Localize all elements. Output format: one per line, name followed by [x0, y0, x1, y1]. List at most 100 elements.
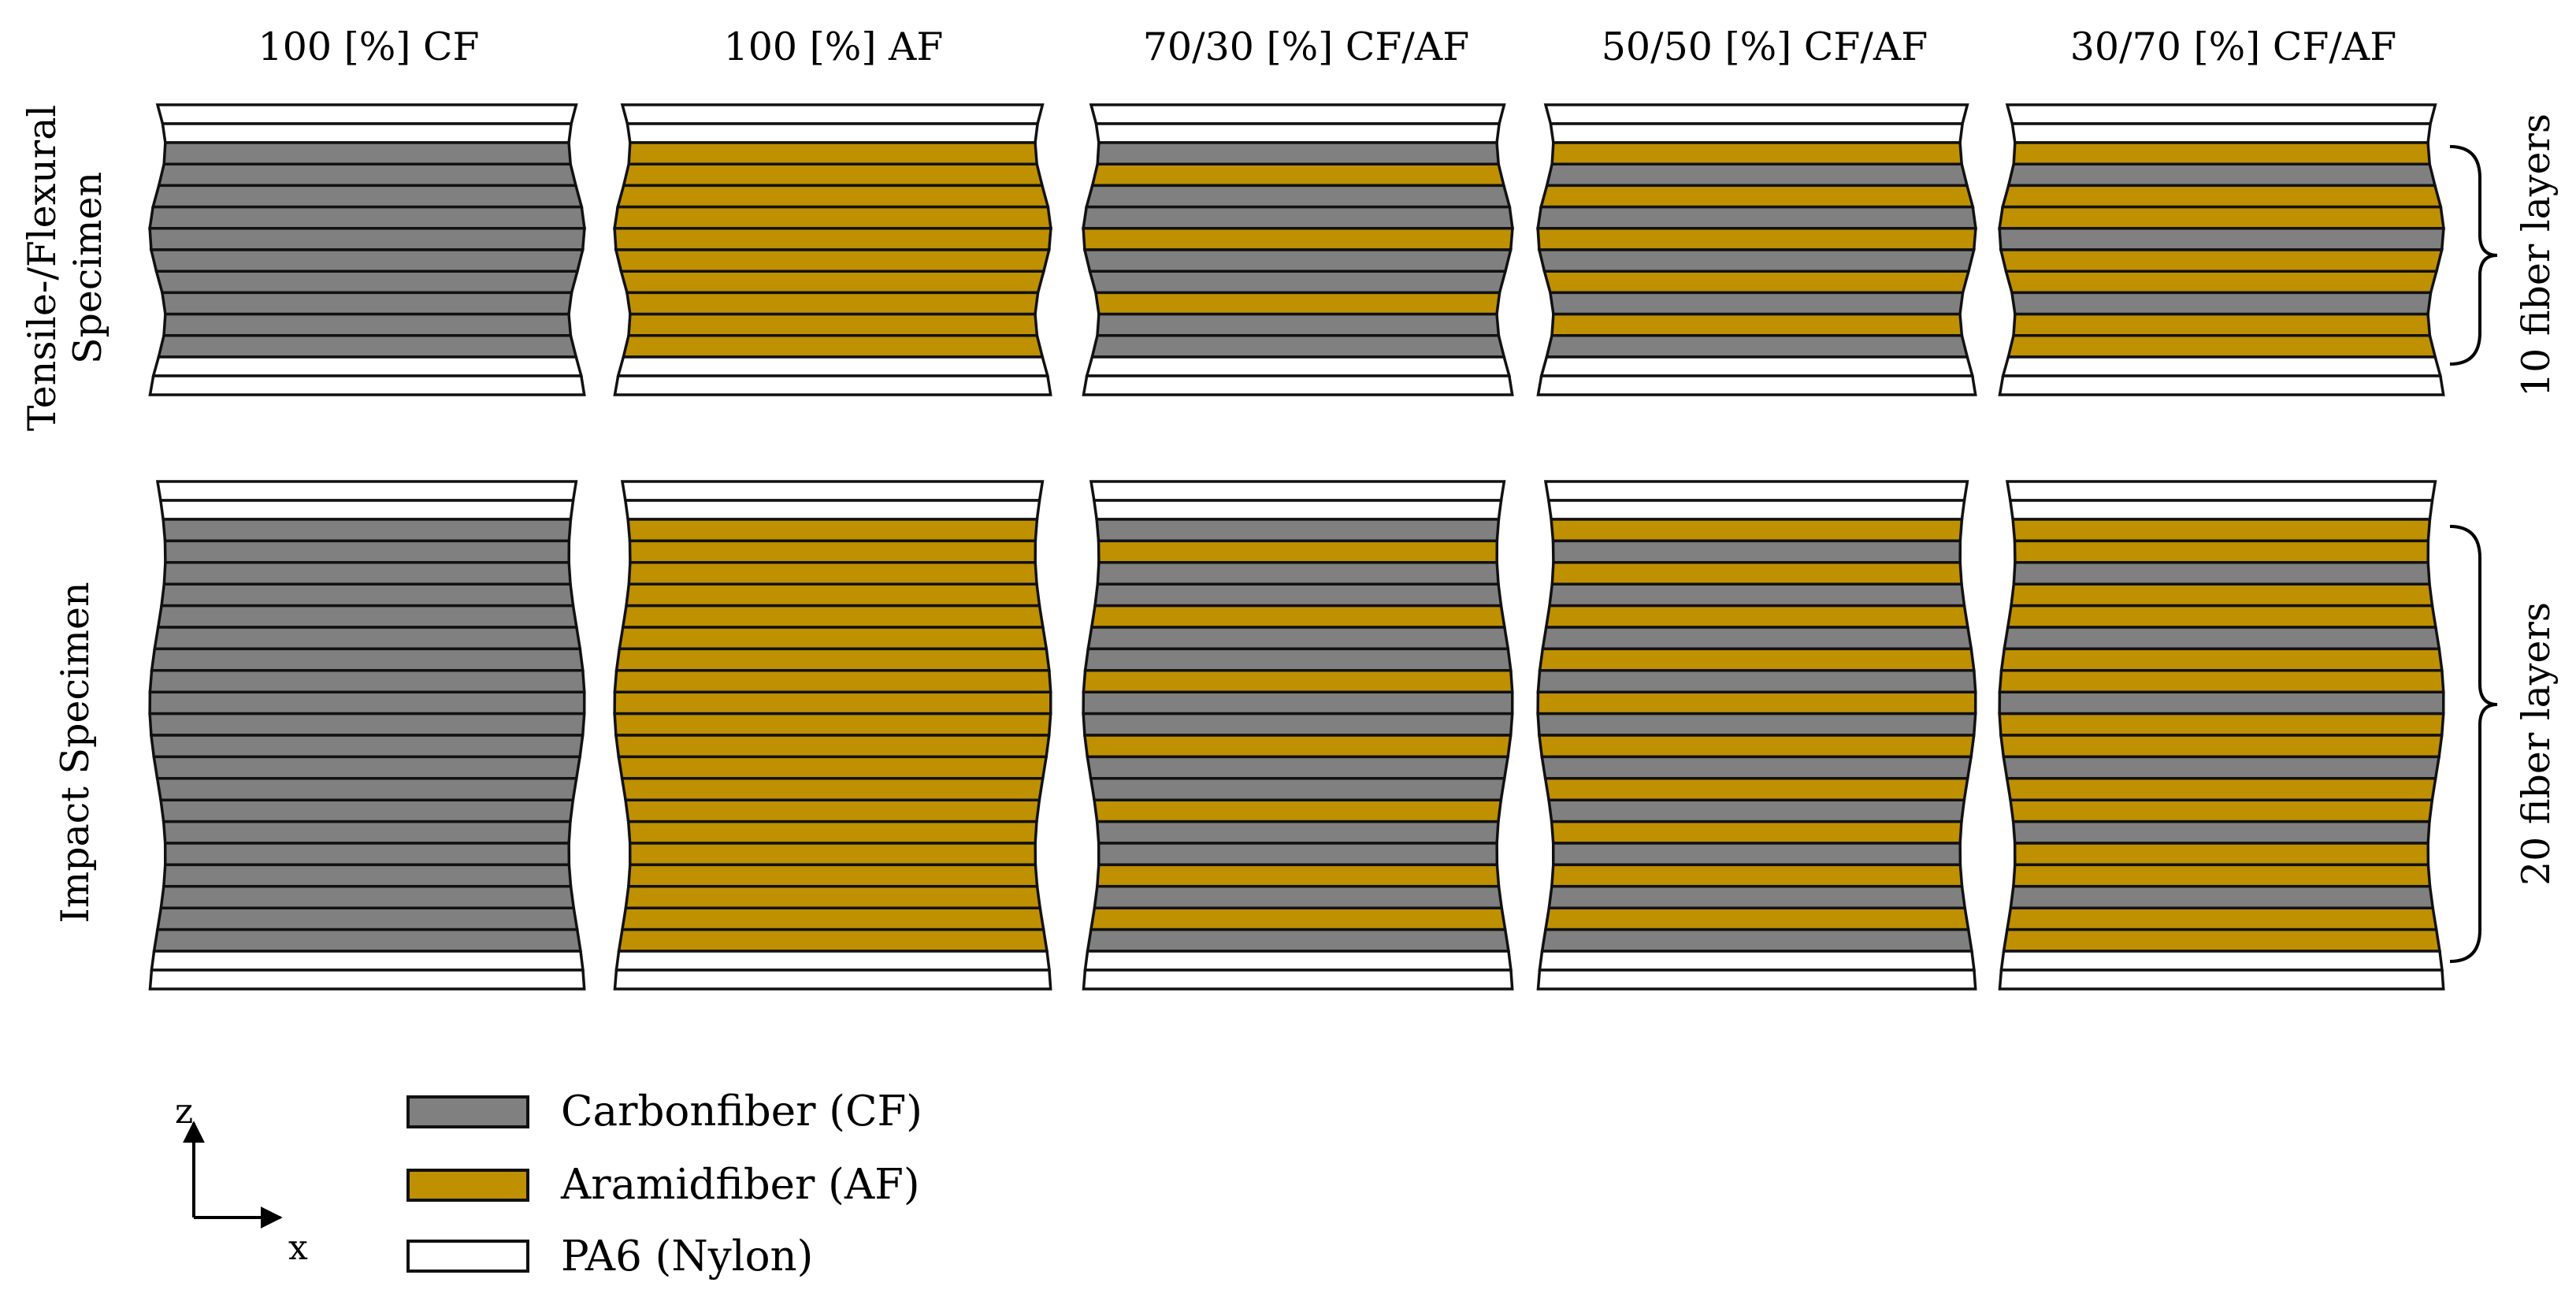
impact-brace-shape [2449, 525, 2498, 963]
tensile-carbonfiber-layer [1096, 141, 1501, 165]
impact-aramidfiber-layer [2009, 798, 2434, 823]
impact-carbonfiber-layer [1536, 669, 1977, 693]
impact-carbonfiber-layer [163, 842, 571, 867]
impact-carbonfiber-layer [152, 928, 583, 953]
tensile-carbonfiber-layer [2006, 162, 2437, 188]
tensile-carbonfiber-layer [1998, 227, 2445, 251]
impact-carbonfiber-layer [1536, 712, 1977, 737]
impact-nylon-layer [2008, 499, 2434, 521]
tensile-nylon-layer [1539, 355, 1975, 377]
tensile-nylon-layer [1094, 122, 1501, 144]
legend-swatch-nylon [406, 1240, 529, 1273]
tensile-nylon-layer [1549, 122, 1965, 144]
impact-carbonfiber-layer [159, 798, 575, 823]
tensile-nylon-layer [148, 374, 586, 396]
tensile-aramidfiber-layer [1082, 227, 1514, 251]
impact-aramidfiber-layer [2013, 539, 2430, 564]
tensile-nylon-layer [2001, 355, 2443, 377]
tensile-carbonfiber-layer [1090, 334, 1506, 359]
impact-carbonfiber-layer [2009, 885, 2435, 909]
impact-carbonfiber-layer [1551, 842, 1962, 867]
impact-aramidfiber-layer [624, 885, 1042, 909]
coordinate-axes: z x [175, 1091, 308, 1268]
impact-carbonfiber-layer [1998, 690, 2445, 716]
tensile-aramidfiber-layer [627, 141, 1039, 165]
tensile-nylon-layer [1085, 355, 1512, 377]
impact-aramidfiber-layer [1537, 734, 1976, 759]
impact-nylon-layer [158, 499, 575, 521]
impact-aramidfiber-layer [628, 842, 1037, 867]
tensile-aramidfiber-layer [2012, 312, 2432, 337]
impact-carbonfiber-layer [1547, 798, 1966, 823]
column-title-30-70: 30/70 [%] CF/AF [2070, 24, 2397, 69]
impact-brace-label: 20 fiber layers [2514, 602, 2559, 886]
impact-nylon-layer [623, 499, 1041, 521]
legend-label-carbonfiber: Carbonfiber (CF) [561, 1087, 922, 1136]
impact-aramidfiber-layer [2005, 906, 2438, 931]
impact-nylon-layer [613, 968, 1052, 991]
tensile-nylon-layer [151, 355, 584, 377]
impact-carbonfiber-layer [155, 906, 579, 931]
tensile-nylon-layer [2010, 122, 2433, 144]
tensile-row-label-line2: Specimen [65, 172, 110, 364]
tensile-aramidfiber-layer [2012, 141, 2432, 165]
tensile-carbonfiber-layer [1084, 184, 1512, 209]
column-title-100cf: 100 [%] CF [258, 24, 480, 69]
impact-aramidfiber-layer [620, 906, 1045, 931]
impact-nylon-layer [150, 950, 585, 972]
impact-nylon-layer [620, 480, 1045, 502]
tensile-row-label-line1: Tensile-/Flexural [20, 105, 65, 431]
tensile-aramidfiber-layer [1550, 312, 1964, 337]
impact-nylon-layer [1998, 968, 2445, 991]
impact-aramidfiber-layer [613, 669, 1052, 693]
impact-carbonfiber-layer [1093, 885, 1504, 909]
impact-carbonfiber-layer [159, 885, 576, 909]
tensile-aramidfiber-layer [619, 270, 1046, 295]
impact-nylon-layer [1083, 950, 1513, 972]
z-axis-label: z [175, 1091, 193, 1132]
impact-carbonfiber-layer [1095, 820, 1500, 845]
column-title-100af: 100 [%] AF [724, 24, 944, 69]
tensile-brace: 10 fiber layers [2449, 113, 2559, 397]
impact-aramidfiber-layer [1999, 647, 2444, 672]
impact-aramidfiber-layer [1082, 669, 1514, 693]
legend: Carbonfiber (CF) Aramidfiber (AF) PA6 (N… [406, 1087, 922, 1281]
legend-label-aramidfiber: Aramidfiber (AF) [560, 1161, 920, 1209]
impact-aramidfiber-layer [617, 755, 1049, 780]
impact-carbonfiber-layer [153, 626, 582, 651]
tensile-nylon-layer [613, 374, 1052, 396]
impact-aramidfiber-layer [2006, 604, 2437, 629]
tensile-aramidfiber-layer [613, 227, 1052, 251]
tensile-aramidfiber-layer [2004, 270, 2439, 295]
impact-aramidfiber-layer [1095, 863, 1501, 888]
impact-aramidfiber-layer [2010, 582, 2434, 608]
impact-carbonfiber-layer [1548, 582, 1966, 608]
impact-aramidfiber-layer [1550, 820, 1963, 845]
impact-carbonfiber-layer [2011, 820, 2431, 845]
impact-carbonfiber-layer [1082, 712, 1514, 737]
impact-aramidfiber-layer [1538, 647, 1976, 672]
impact-aramidfiber-layer [2011, 863, 2432, 888]
impact-aramidfiber-layer [1536, 690, 1977, 716]
impact-carbonfiber-layer [2002, 755, 2441, 780]
impact-carbonfiber-layer [148, 669, 586, 693]
tensile-aramidfiber-layer [627, 312, 1039, 337]
tensile-carbonfiber-layer [1088, 270, 1508, 295]
tensile-nylon-layer [625, 122, 1040, 144]
impact-aramidfiber-layer [626, 820, 1038, 845]
impact-aramidfiber-layer [2002, 928, 2442, 953]
impact-carbonfiber-layer [1089, 777, 1506, 801]
impact-carbonfiber-layer [155, 777, 578, 801]
tensile-carbonfiber-layer [162, 312, 573, 337]
impact-nylon-layer [1082, 968, 1514, 991]
impact-nylon-layer [1543, 480, 1969, 502]
tensile-carbonfiber-layer [1082, 248, 1513, 273]
tensile-nylon-layer [2005, 103, 2437, 125]
tensile-nylon-layer [620, 103, 1045, 125]
tensile-carbonfiber-layer [157, 162, 578, 188]
impact-aramidfiber-layer [1543, 777, 1969, 801]
impact-aramidfiber-layer [614, 734, 1051, 759]
impact-nylon-layer [1536, 968, 1977, 991]
impact-carbonfiber-layer [1541, 626, 1973, 651]
